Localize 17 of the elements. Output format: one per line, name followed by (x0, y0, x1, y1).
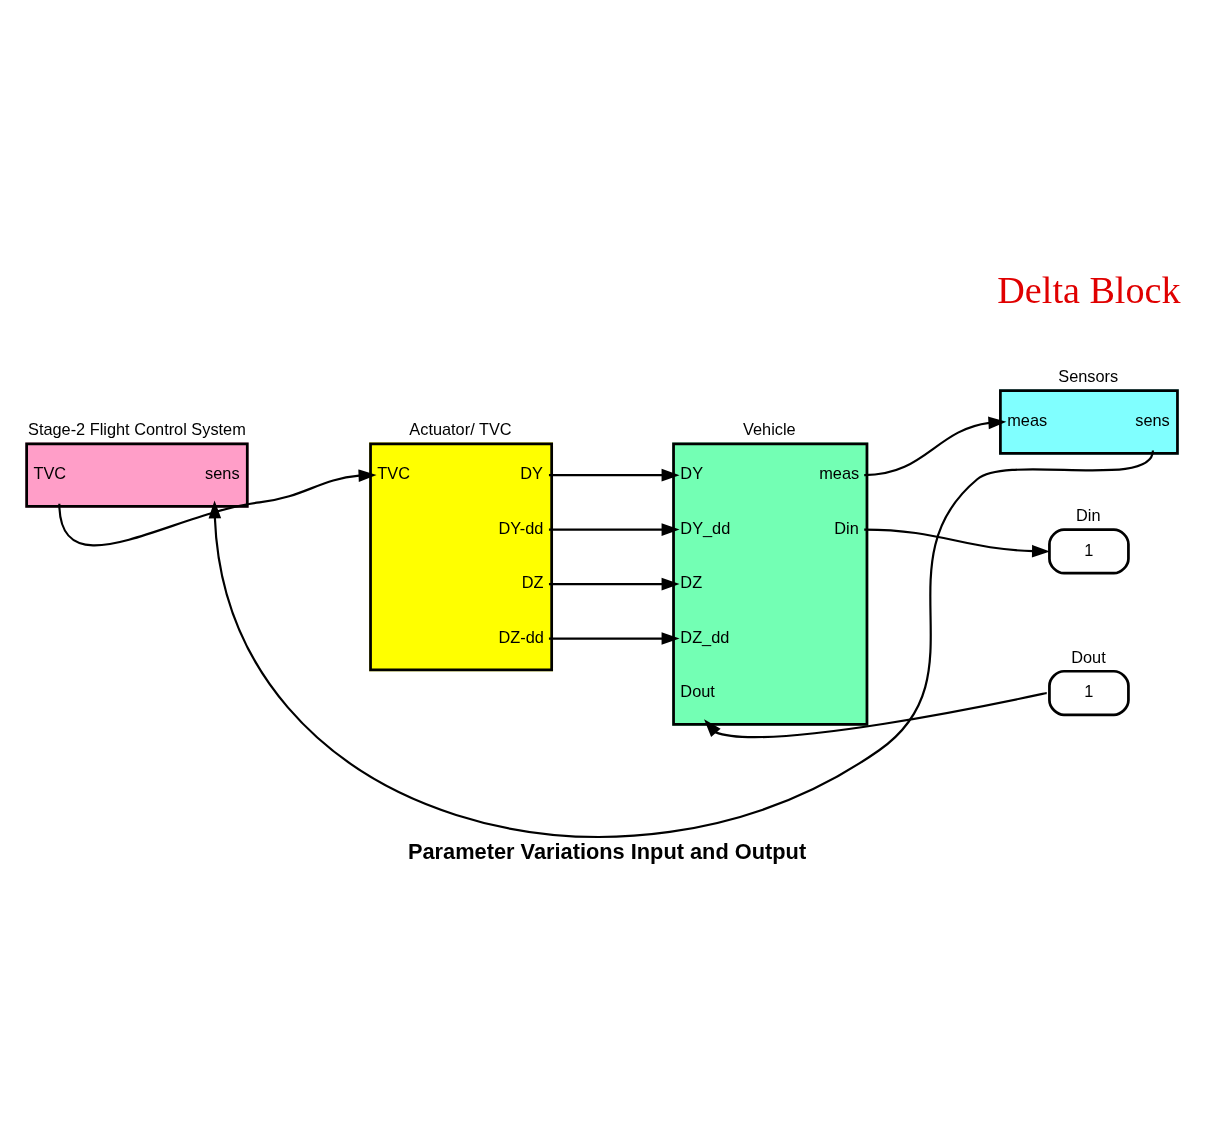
label: Delta Block (997, 268, 1181, 311)
arrow (548, 468, 680, 481)
arrow (864, 416, 1007, 476)
arrow (548, 577, 680, 590)
arrow (704, 691, 1047, 738)
node-label: Stage-2 Flight Control System (28, 419, 246, 438)
arrow (58, 468, 377, 546)
node-label: Sensors (1058, 366, 1119, 385)
node-label: Actuator/ TVC (409, 419, 512, 438)
arrow (208, 449, 1154, 838)
arrow (864, 528, 1050, 557)
arrow (548, 631, 680, 645)
caption: Parameter Variations Input and Output (407, 838, 807, 864)
node-label: Vehicle (743, 419, 796, 438)
node-label: Din (1075, 505, 1101, 524)
node-label: Dout (1071, 647, 1106, 666)
arrow (548, 522, 680, 536)
